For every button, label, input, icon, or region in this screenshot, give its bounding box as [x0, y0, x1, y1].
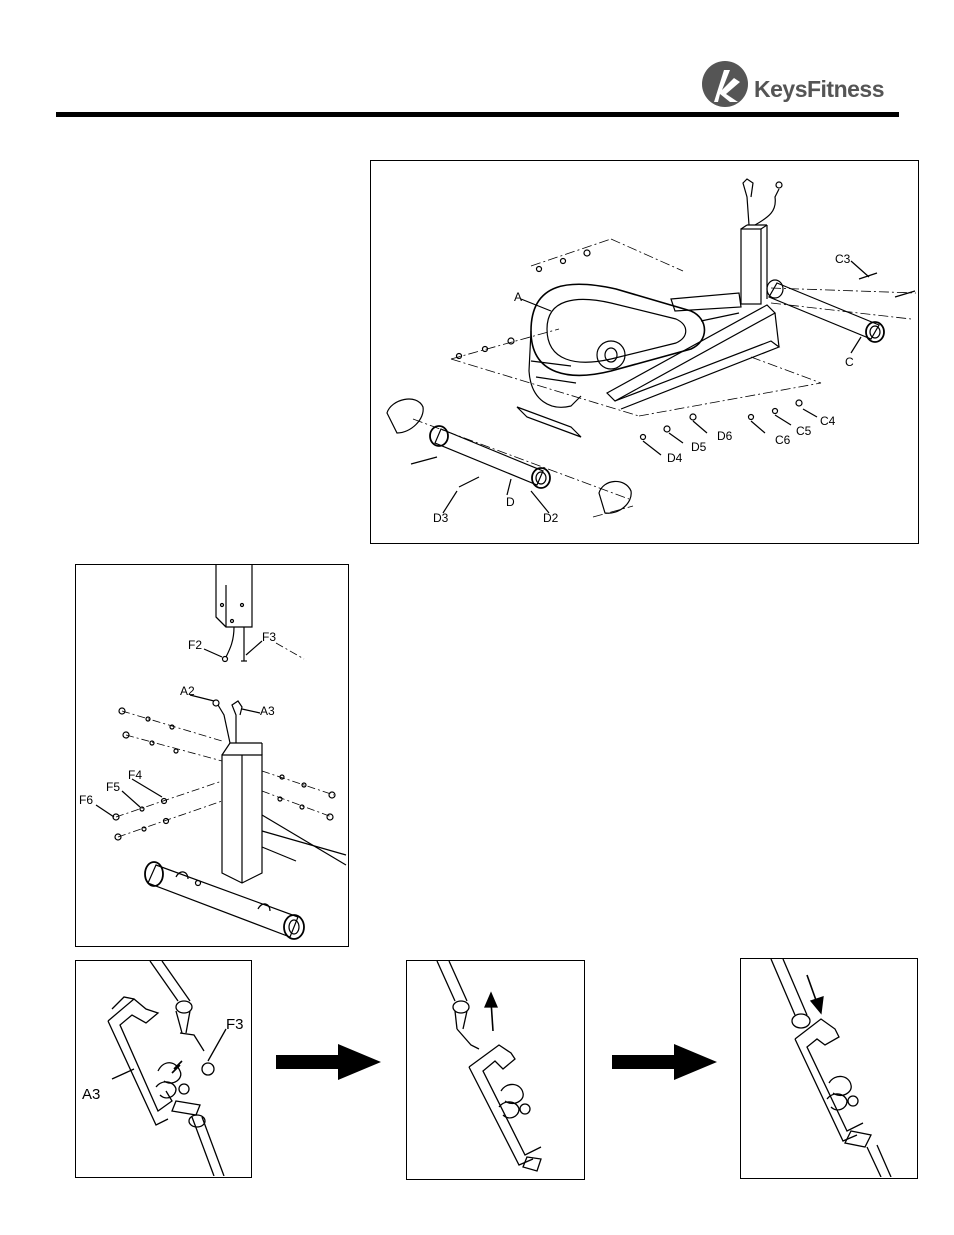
figure-cable-step-3	[740, 958, 918, 1179]
figure-upright-mount: F2 F3 A2 A3 F4 F5 F6	[75, 564, 349, 947]
figure-main-assembly: A C3 C C4 C5 C6 D6 D5 D4 D D2 D3	[370, 160, 919, 544]
label-a3: A3	[260, 705, 275, 717]
label-f2: F2	[188, 639, 202, 651]
label-d5: D5	[691, 441, 706, 453]
keys-logo-icon	[700, 58, 750, 110]
right-arrow-icon	[612, 1044, 717, 1080]
main-assembly-drawing	[371, 161, 917, 542]
cable-step-2-drawing	[407, 961, 583, 1178]
label-d2: D2	[543, 512, 558, 524]
header-rule	[56, 112, 899, 117]
label-a2: A2	[180, 685, 195, 697]
label-f6: F6	[79, 794, 93, 806]
label-c4: C4	[820, 415, 835, 427]
label-a3-step1: A3	[82, 1087, 100, 1102]
cable-step-1-drawing	[76, 961, 250, 1176]
upright-mount-drawing	[76, 565, 347, 945]
label-d3: D3	[433, 512, 448, 524]
right-arrow-icon	[276, 1044, 381, 1080]
label-c: C	[845, 356, 854, 368]
label-d4: D4	[667, 452, 682, 464]
brand-name: KeysFitness	[754, 76, 884, 103]
label-f3-top: F3	[262, 631, 276, 643]
figure-cable-step-2	[406, 960, 585, 1180]
label-f3-step1: F3	[226, 1017, 244, 1032]
label-f4: F4	[128, 769, 142, 781]
figure-cable-step-1: F3 A3	[75, 960, 252, 1178]
label-f5: F5	[106, 781, 120, 793]
label-c5: C5	[796, 425, 811, 437]
cable-step-3-drawing	[741, 959, 916, 1177]
brand-logo: KeysFitness	[700, 58, 900, 114]
label-d6: D6	[717, 430, 732, 442]
label-a: A	[514, 291, 522, 303]
label-d: D	[506, 496, 515, 508]
label-c6: C6	[775, 434, 790, 446]
label-c3: C3	[835, 253, 850, 265]
